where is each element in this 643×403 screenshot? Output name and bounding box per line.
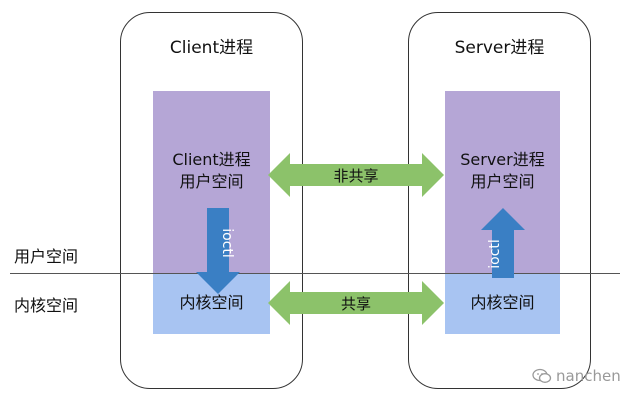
user-space-side-label: 用户空间 bbox=[14, 247, 79, 266]
non-shared-double-arrow bbox=[268, 153, 444, 197]
server-user-label-line2: 用户空间 bbox=[470, 172, 535, 191]
watermark-text: nanchen bbox=[556, 367, 621, 385]
user-kernel-separator-line bbox=[10, 273, 620, 274]
server-user-label-line1: Server进程 bbox=[460, 150, 545, 169]
server-ioctl-up-arrow bbox=[481, 208, 525, 278]
server-process-title: Server进程 bbox=[454, 38, 545, 58]
shared-arrow-label: 共享 bbox=[341, 295, 371, 313]
kernel-space-side-label: 内核空间 bbox=[14, 296, 79, 315]
client-ioctl-label: ioctl bbox=[219, 228, 235, 258]
wechat-icon bbox=[532, 368, 552, 383]
server-ioctl-label: ioctl bbox=[487, 239, 503, 269]
client-user-label-line2: 用户空间 bbox=[179, 172, 244, 191]
shared-double-arrow bbox=[268, 281, 444, 325]
server-kernel-label: 内核空间 bbox=[470, 293, 535, 312]
client-kernel-label: 内核空间 bbox=[179, 293, 244, 312]
client-process-title: Client进程 bbox=[169, 38, 254, 58]
client-user-label-line1: Client进程 bbox=[172, 150, 251, 169]
client-ioctl-down-arrow bbox=[196, 208, 240, 294]
server-kernel-space-region: 内核空间 bbox=[445, 274, 560, 334]
non-shared-arrow-label: 非共享 bbox=[333, 167, 378, 185]
watermark: nanchen bbox=[532, 367, 621, 385]
